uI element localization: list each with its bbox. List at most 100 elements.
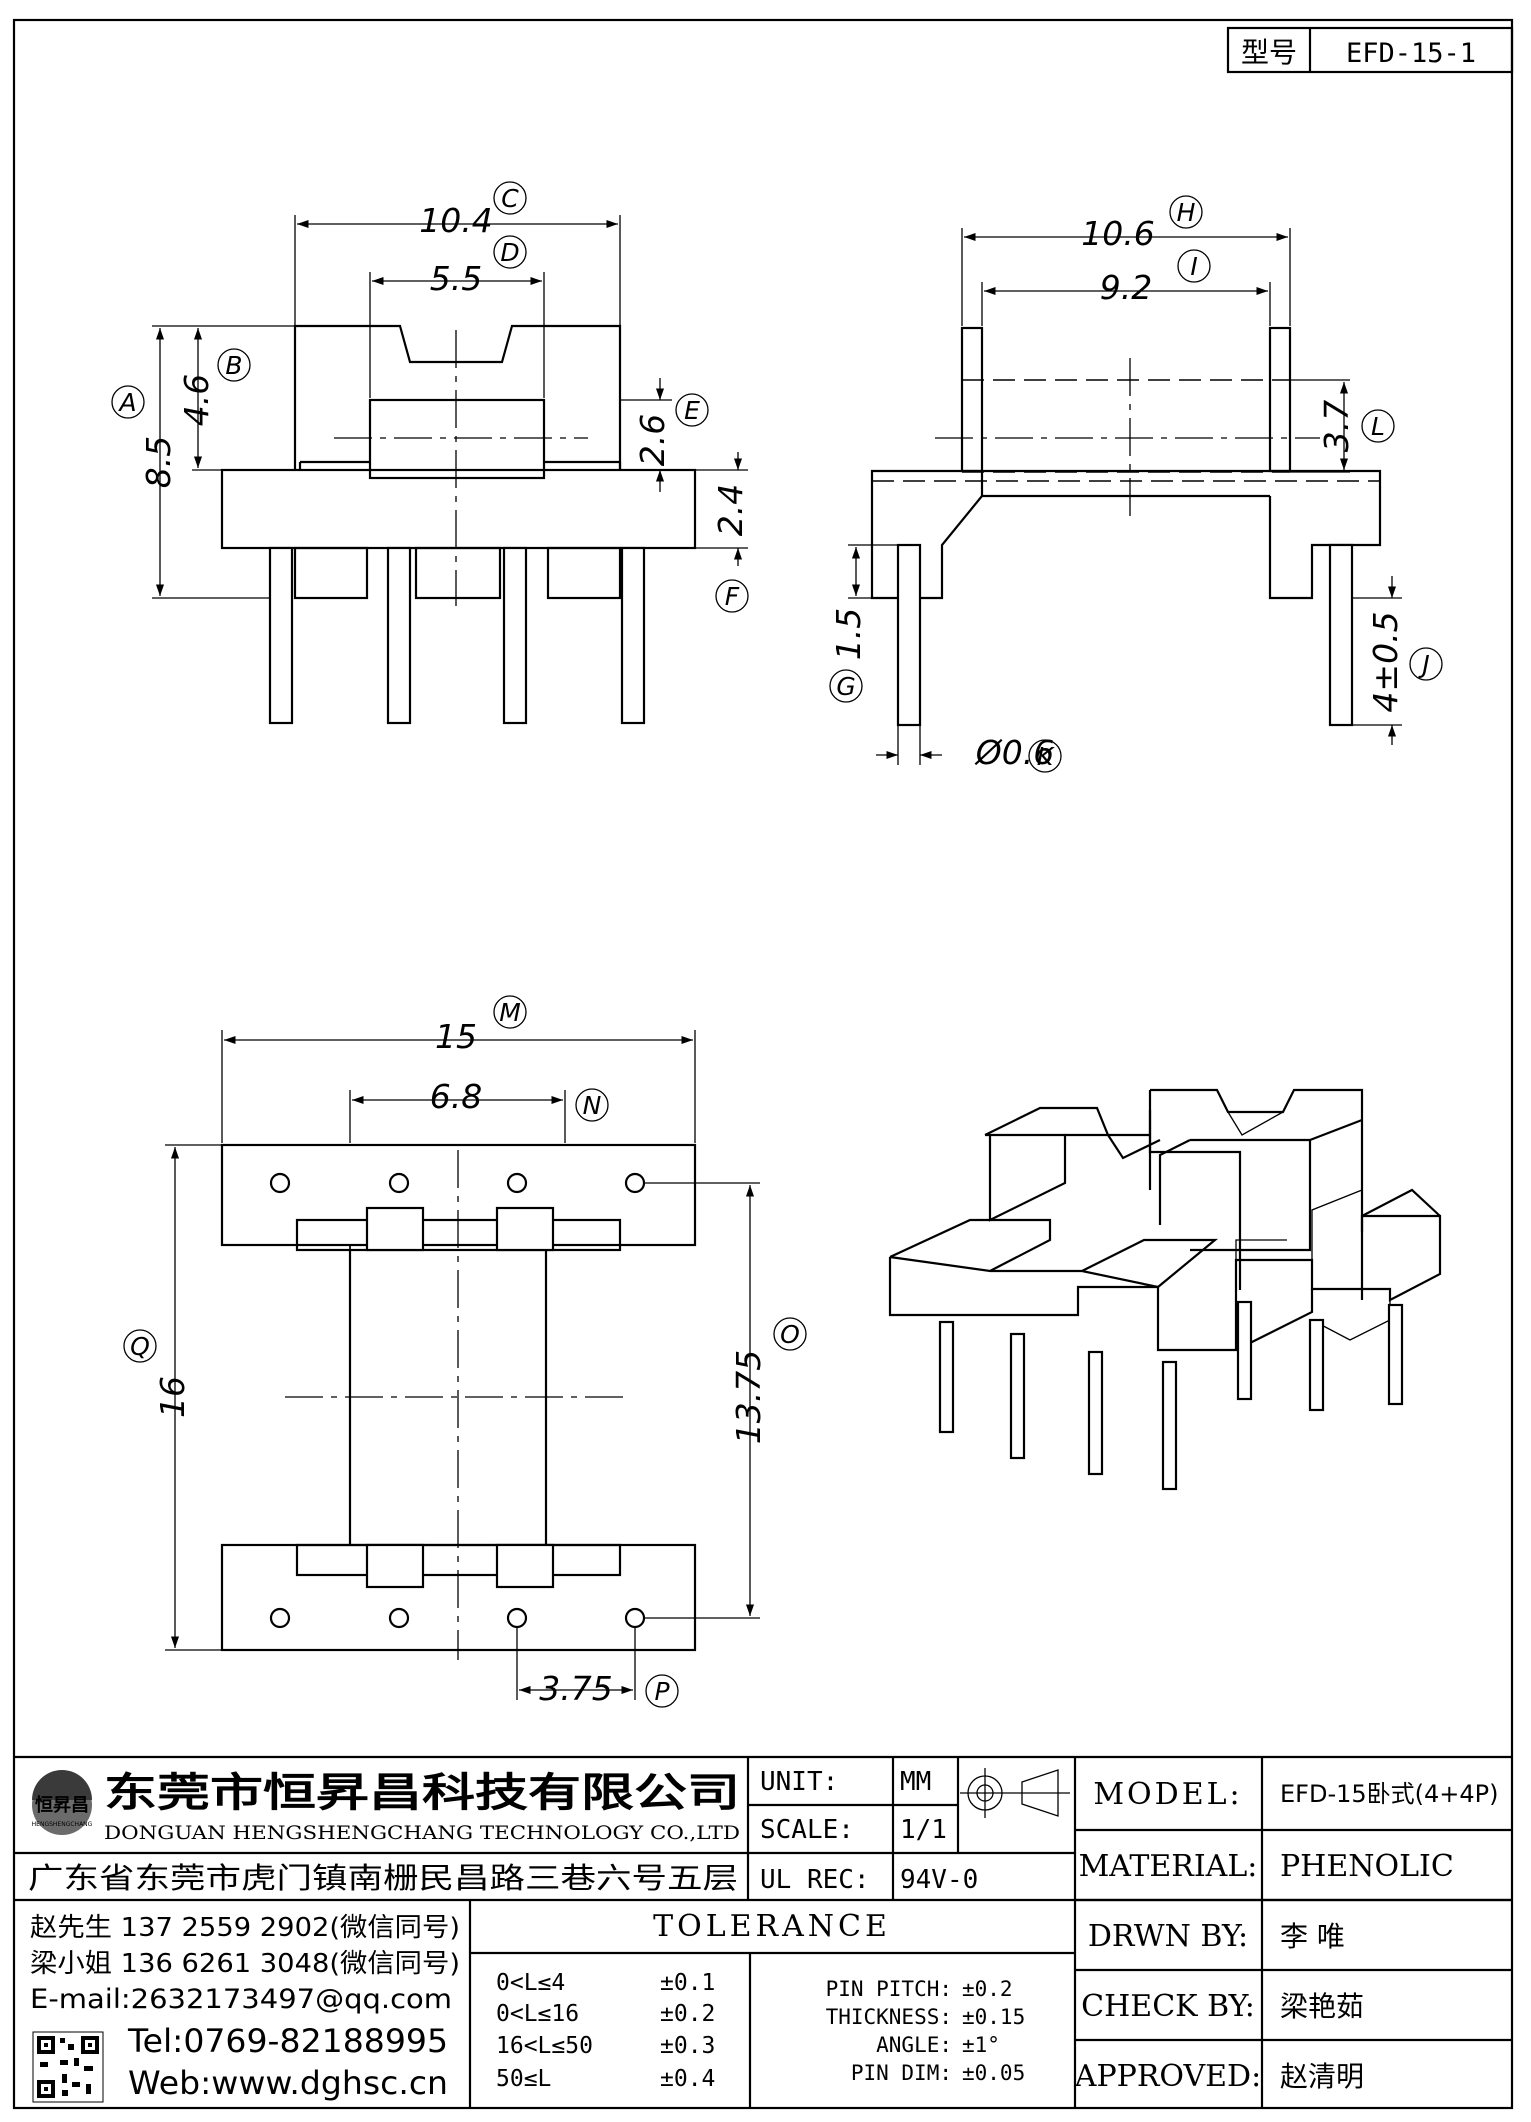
balloon-h: H (1169, 195, 1203, 229)
balloon-p: P (645, 1674, 679, 1708)
dim-n-value: 6.8 (430, 1077, 482, 1116)
balloon-i: I (1177, 249, 1211, 283)
unit-value: MM (900, 1767, 931, 1797)
balloon-j: J (1409, 647, 1443, 681)
company-address: 广东省东莞市虎门镇南栅民昌路三巷六号五层 (28, 1861, 738, 1895)
dim-o-value: 13.75 (729, 1350, 768, 1444)
angle-label: ANGLE: (876, 2033, 952, 2057)
svg-text:B: B (225, 351, 242, 380)
tol-value-2: ±0.2 (660, 2001, 715, 2027)
drawn-by-label: DRWN BY: (1088, 1919, 1248, 1954)
bottom-view (220, 1143, 697, 1660)
logo-text: 恒昇昌 (35, 1794, 89, 1816)
company-logo: 恒昇昌 HENGSHENGCHANG (32, 1770, 93, 1835)
part-number-box: 型号 EFD-15-1 (1226, 26, 1514, 74)
balloon-m: M (493, 995, 527, 1029)
balloon-d: D (493, 235, 527, 269)
pin-dim-label: PIN DIM: (851, 2061, 952, 2085)
svg-text:M: M (499, 998, 521, 1027)
isometric-view (888, 1088, 1442, 1491)
svg-text:C: C (501, 184, 519, 213)
title-block (14, 1755, 1512, 2108)
unit-label: UNIT: (760, 1767, 838, 1797)
balloon-b: B (217, 348, 251, 382)
dim-h-value: 10.6 (1081, 214, 1154, 253)
tol-value-4: ±0.4 (660, 2066, 715, 2092)
dimension-lines-front (152, 215, 748, 599)
svg-text:D: D (500, 238, 519, 267)
svg-text:N: N (583, 1091, 602, 1120)
svg-text:K: K (1037, 742, 1056, 771)
balloon-n: N (575, 1088, 609, 1122)
part-number: EFD-15-1 (1346, 38, 1476, 69)
balloon-f: F (715, 579, 749, 613)
website: Web:www.dghsc.cn (128, 2064, 448, 2102)
balloon-o: O (773, 1317, 807, 1351)
dim-g-value: 1.5 (829, 608, 868, 660)
svg-text:F: F (725, 582, 740, 611)
pin-pitch-value: ±0.2 (962, 1977, 1013, 2001)
email: E-mail:2632173497@qq.com (30, 1984, 452, 2015)
dim-p-value: 3.75 (539, 1669, 612, 1708)
balloon-g: G (829, 669, 863, 703)
company-name-en: DONGUAN HENGSHENGCHANG TECHNOLOGY CO.,LT… (104, 1822, 740, 1844)
projection-symbol (960, 1768, 1070, 1818)
dim-q-value: 16 (153, 1376, 192, 1418)
svg-text:O: O (780, 1320, 800, 1349)
scale-label: SCALE: (760, 1815, 854, 1845)
tol-range-1: 0<L≤4 (496, 1970, 565, 1996)
model-label: MODEL: (1093, 1777, 1242, 1812)
tol-value-3: ±0.3 (660, 2033, 715, 2059)
contact-2: 梁小姐 136 6261 3048(微信同号) (30, 1949, 460, 1979)
telephone: Tel:0769-82188995 (127, 2022, 448, 2060)
contact-1: 赵先生 137 2559 2902(微信同号) (30, 1913, 460, 1943)
balloon-k: K (1028, 739, 1062, 773)
dim-i-value: 9.2 (1100, 268, 1152, 307)
svg-text:Q: Q (130, 1332, 150, 1361)
ulrec-label: UL REC: (760, 1865, 870, 1895)
logo-subtext: HENGSHENGCHANG (32, 1821, 93, 1828)
material-label: MATERIAL: (1079, 1849, 1258, 1884)
pin-pitch-label: PIN PITCH: (826, 1977, 952, 2001)
thickness-label: THICKNESS: (826, 2005, 952, 2029)
svg-text:E: E (684, 396, 700, 425)
tol-range-4: 50≤L (496, 2066, 551, 2092)
tol-range-3: 16<L≤50 (496, 2033, 593, 2059)
balloon-e: E (675, 393, 709, 427)
dim-d-value: 5.5 (430, 259, 482, 298)
svg-text:I: I (1190, 252, 1197, 281)
dim-f-value: 2.4 (711, 484, 750, 536)
dim-m-value: 15 (435, 1017, 477, 1056)
balloon-l: L (1361, 409, 1395, 443)
angle-value: ±1° (962, 2033, 1000, 2057)
pin-dim-value: ±0.05 (962, 2061, 1025, 2085)
approved-label: APPROVED: (1074, 2059, 1261, 2094)
dim-e-value: 2.6 (633, 414, 672, 466)
dimension-lines-side (848, 228, 1402, 765)
dim-k-value: Ø0.6 (974, 733, 1054, 772)
approved-value: 赵清明 (1280, 2060, 1364, 2093)
balloon-a: A (111, 385, 145, 419)
svg-text:L: L (1371, 412, 1385, 441)
scale-value: 1/1 (900, 1815, 947, 1845)
svg-text:A: A (117, 388, 136, 417)
check-by-value: 梁艳茹 (1280, 1990, 1364, 2023)
sheet-border (12, 18, 1514, 2110)
svg-text:H: H (1177, 198, 1196, 227)
model-value: EFD-15卧式(4+4P) (1280, 1780, 1499, 1808)
svg-text:P: P (654, 1677, 670, 1706)
tolerance-title: TOLERANCE (653, 1909, 891, 1944)
balloon-c: C (493, 181, 527, 215)
ulrec-value: 94V-0 (900, 1865, 978, 1895)
dim-l-value: 3.7 (1317, 400, 1356, 452)
tol-range-2: 0<L≤16 (496, 2001, 579, 2027)
dimension-lines-bottom (165, 1030, 760, 1700)
qr-code (32, 2031, 104, 2103)
tol-value-1: ±0.1 (660, 1970, 715, 1996)
svg-text:J: J (1417, 650, 1429, 679)
dim-b-value: 4.6 (177, 374, 216, 426)
company-name-cn: 东莞市恒昇昌科技有限公司 (104, 1770, 740, 1816)
front-view (220, 324, 697, 725)
